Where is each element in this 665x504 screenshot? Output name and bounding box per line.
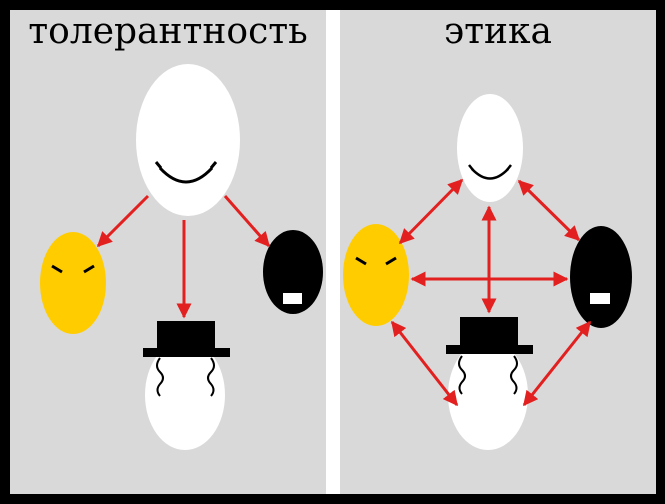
yellow-face-left [40, 232, 106, 334]
yellow-face-right [343, 224, 409, 326]
hat-face-left [143, 321, 230, 450]
left-panel-title: толерантность [28, 11, 308, 52]
panel-divider [326, 10, 340, 494]
arrow-white-black [517, 179, 581, 242]
arrow-to-yellow [96, 194, 150, 248]
right-diagram [343, 94, 632, 450]
white-face-left [136, 64, 240, 216]
hat-icon [157, 321, 215, 350]
arrow-black-hat [522, 320, 592, 407]
smile-mark [158, 166, 214, 184]
mouth-mark [283, 293, 302, 304]
black-face-left [263, 230, 323, 314]
arrow-white-yellow [398, 178, 464, 245]
smile-mark [471, 168, 509, 180]
left-diagram [40, 64, 323, 450]
hat-icon [460, 317, 518, 347]
black-face-right [570, 226, 632, 328]
hat-face-right [446, 317, 533, 450]
right-panel-title: этика [443, 11, 553, 52]
white-face-right [457, 94, 523, 202]
arrow-yellow-hat [390, 320, 459, 407]
mouth-mark [590, 293, 610, 304]
arrow-to-black [223, 195, 271, 248]
